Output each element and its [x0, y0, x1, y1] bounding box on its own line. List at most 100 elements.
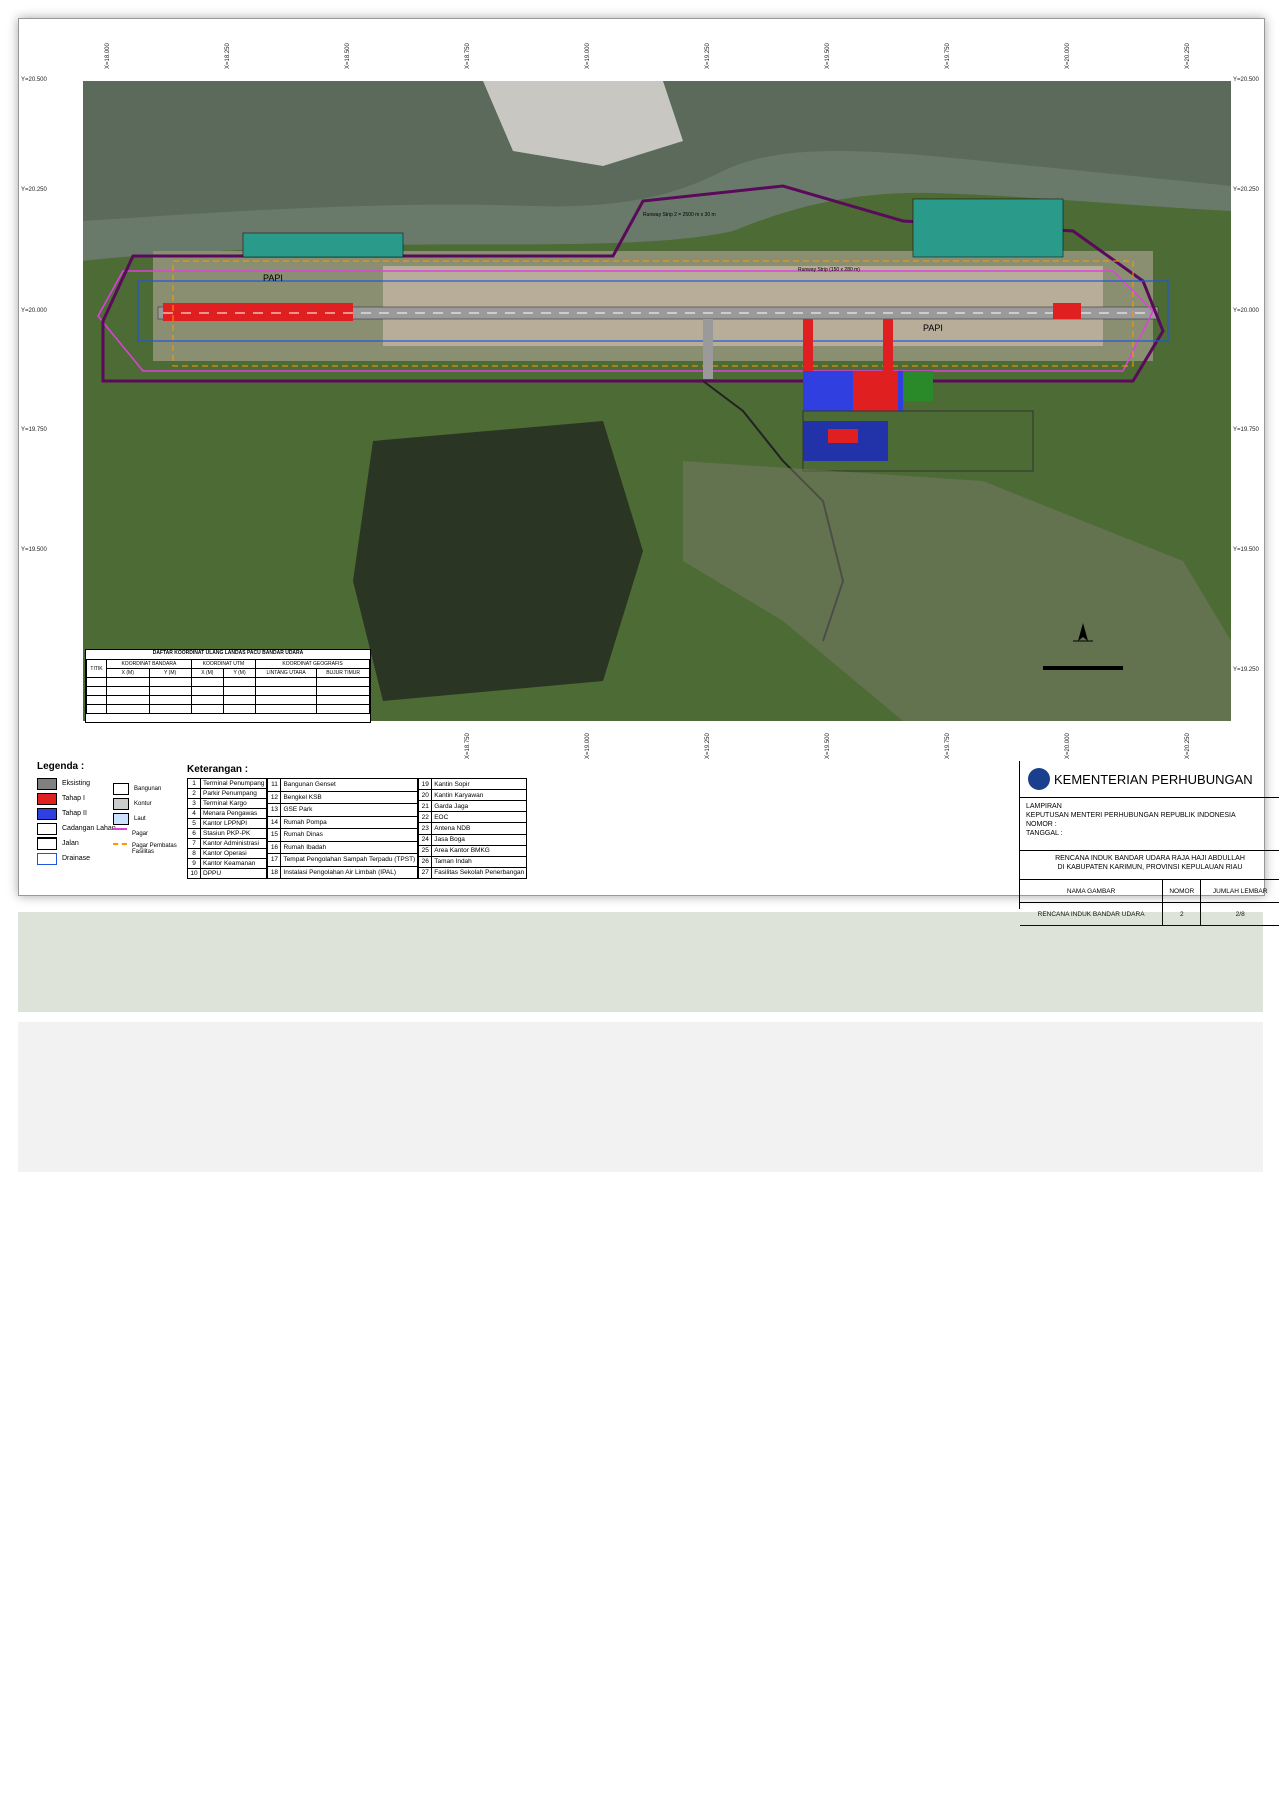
facility-name: Terminal Kargo [199, 798, 268, 809]
facility-name: Stasiun PKP-PK [199, 828, 268, 839]
facility-number: 13 [267, 803, 282, 817]
taxiway-a [703, 319, 713, 379]
grid-label-y: Y=20.000 [1233, 308, 1259, 314]
facility-name: Taman Indah [431, 855, 528, 868]
facility-number: 14 [267, 815, 282, 829]
grid-label-x: X=18.750 [465, 43, 471, 69]
grid-label-y: Y=20.500 [21, 77, 47, 83]
facility-number: 12 [267, 790, 282, 804]
project-title: RENCANA INDUK BANDAR UDARA RAJA HAJI ABD… [1020, 851, 1279, 880]
col-utm: KOORDINAT UTM [190, 659, 257, 669]
title-block: KEMENTERIAN PERHUBUNGAN LAMPIRAN KEPUTUS… [1019, 761, 1279, 926]
facility-number: 24 [418, 833, 433, 846]
road-swatch [37, 837, 57, 850]
facility-name: Kantor LPPNPI [199, 818, 268, 829]
facility-number: 2 [187, 788, 201, 799]
sea-area [83, 81, 1231, 241]
facility-number: 23 [418, 822, 433, 835]
sub-header: BUJUR TIMUR [316, 668, 370, 678]
north-arrow-icon [1073, 623, 1093, 642]
grid-label-y: Y=19.500 [1233, 547, 1259, 553]
sea-swatch [113, 812, 129, 825]
taxiway-c [883, 319, 893, 379]
reflection-map [18, 912, 1263, 1012]
facility-name: Kantor Administrasi [199, 838, 268, 849]
papi-right-label: PAPI [923, 323, 943, 333]
grid-label-x: X=19.500 [825, 733, 831, 759]
papi-left-label: PAPI [263, 273, 283, 283]
grid-label-x: X=19.500 [825, 43, 831, 69]
runway-strip-area [383, 266, 1103, 346]
legend-title: Legenda : [37, 761, 85, 772]
legend-item: Laut [113, 811, 183, 826]
facility-name: Kantin Karyawan [431, 789, 528, 802]
facility-name: Area Kantor BMKG [431, 844, 528, 857]
coordinate-table-title: DAFTAR KOORDINAT ULANG LANDAS PACU BANDA… [152, 650, 304, 656]
legend-item: Drainase [37, 851, 177, 866]
grid-label-x: X=18.000 [105, 43, 111, 69]
drawing-name: RENCANA INDUK BANDAR UDARA [1020, 902, 1164, 926]
ministry-header: KEMENTERIAN PERHUBUNGAN [1020, 761, 1279, 798]
sub-header: X (M) [106, 668, 150, 678]
facility-name: GSE Park [280, 803, 419, 817]
runway-end-tahap1 [1053, 303, 1081, 319]
lampiran-label: LAMPIRAN [1026, 803, 1062, 810]
taxiway-b [803, 319, 813, 379]
legend-secondary: Bangunan Kontur Laut Pagar Pagar Pembata… [113, 781, 183, 856]
sub-header: Y (M) [148, 668, 192, 678]
grid-label-x: X=20.000 [1065, 733, 1071, 759]
settlement-area [683, 461, 1231, 721]
facility-number: 20 [418, 789, 433, 802]
apron-tahap1 [853, 371, 898, 411]
grid-label-x: X=18.750 [465, 733, 471, 759]
quarry-area [483, 81, 683, 166]
grid-label-x: X=19.000 [585, 43, 591, 69]
grid-label-y: Y=20.250 [21, 187, 47, 193]
facility-number: 18 [267, 865, 282, 879]
legend-item: Eksisting [37, 776, 177, 791]
facility-name: Rumah Dinas [280, 828, 419, 842]
facility-name: Antena NDB [431, 822, 528, 835]
cadangan-lahan-west [242, 232, 404, 258]
helipad [903, 371, 933, 401]
facility-name: Garda Jaga [431, 800, 528, 813]
drawing-number: 2 [1162, 902, 1202, 926]
obstacle-surface-line [137, 280, 1169, 342]
landside-area [802, 410, 1034, 472]
facility-fence-swatch [113, 842, 127, 855]
contour-swatch [113, 797, 129, 810]
col-nomor: NOMOR [1162, 880, 1202, 903]
facility-number: 27 [418, 866, 433, 880]
facility-name: Kantor Operasi [199, 848, 268, 859]
ministry-name: KEMENTERIAN PERHUBUNGAN [1054, 771, 1253, 787]
grid-label-x: X=18.250 [225, 43, 231, 69]
col-nama-gambar: NAMA GAMBAR [1020, 880, 1164, 903]
facility-number: 1 [187, 778, 201, 789]
grid-label-y: Y=19.500 [21, 547, 47, 553]
grid-label-x: X=20.250 [1185, 733, 1191, 759]
grid-label-x: X=19.750 [945, 43, 951, 69]
facility-name: Rumah Ibadah [280, 840, 419, 854]
facility-number: 17 [267, 853, 282, 867]
legend-item: Kontur [113, 796, 183, 811]
perimeter-fence [97, 270, 1154, 372]
legend-item: Pagar Pembatas Fasilitas [113, 841, 183, 856]
